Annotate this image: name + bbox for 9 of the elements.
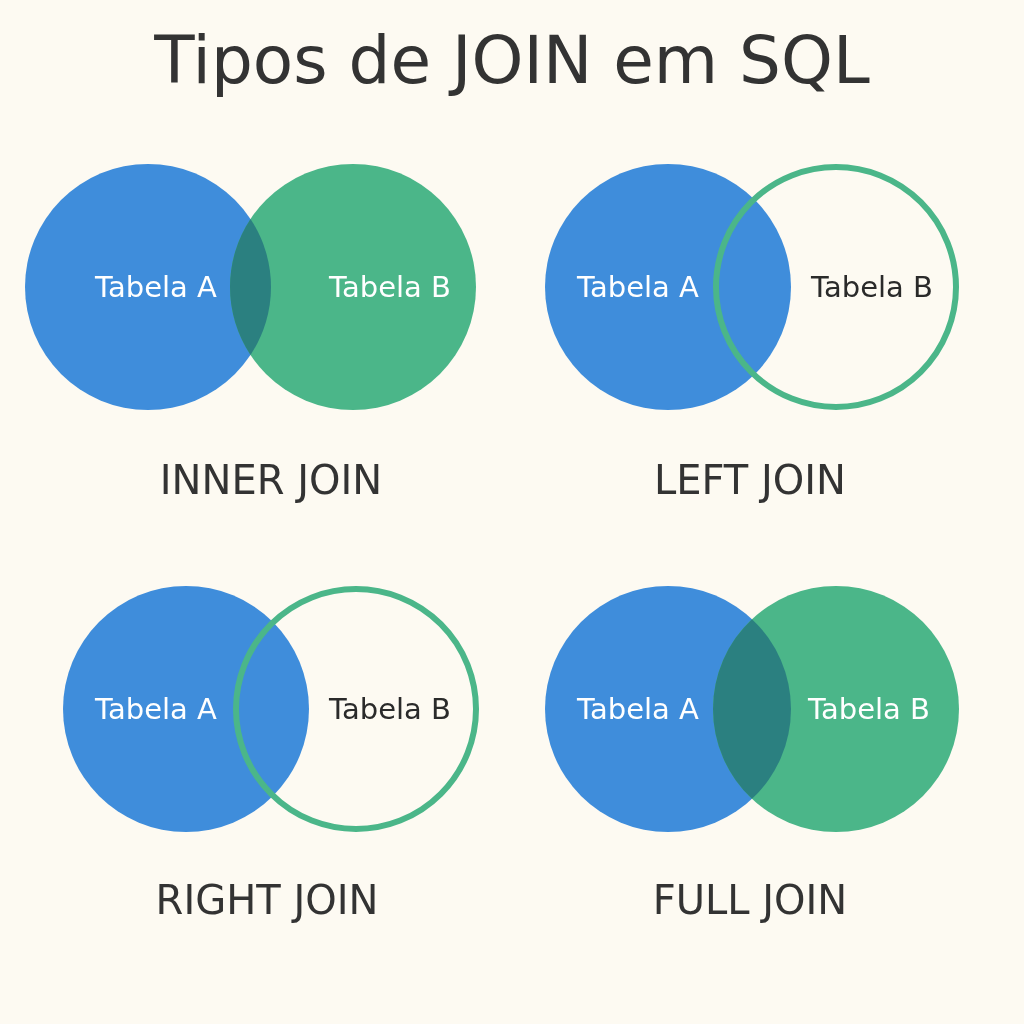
title: Tipos de JOIN em SQL [153, 22, 871, 99]
circle-label: Tabela A [577, 694, 699, 724]
circle-label: Tabela A [95, 694, 217, 724]
circle-label: Tabela B [329, 694, 451, 724]
circle-label: Tabela B [808, 694, 930, 724]
circle-label: Tabela B [329, 272, 451, 302]
circle-label: Tabela A [95, 272, 217, 302]
circle-label: Tabela A [577, 272, 699, 302]
circle-label: Tabela B [811, 272, 933, 302]
